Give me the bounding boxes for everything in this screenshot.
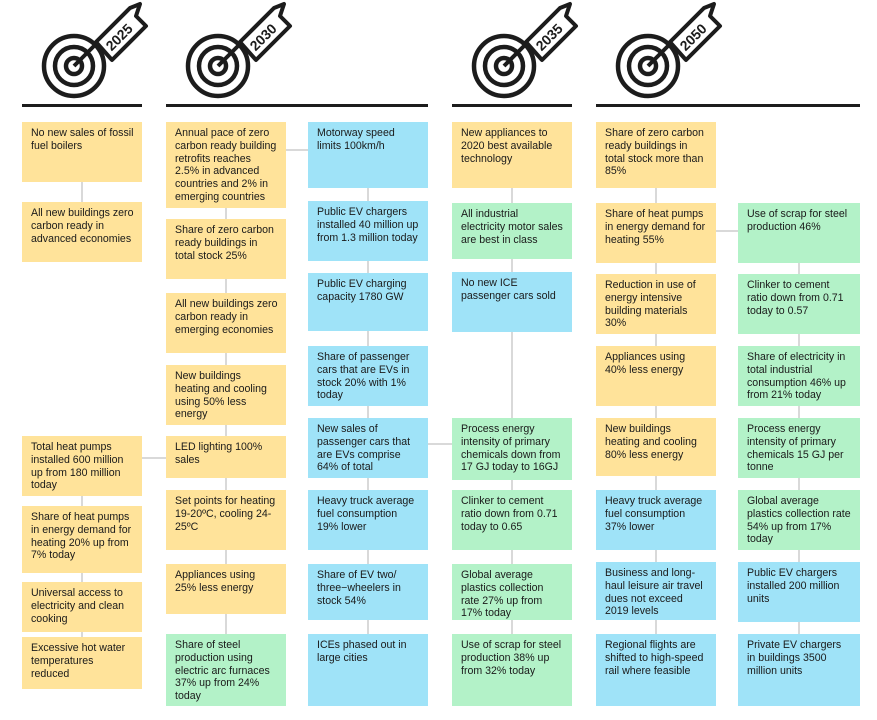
milestone-card: New sales of passenger cars that are EVs… (308, 418, 428, 478)
milestone-card: All new buildings zero carbon ready in a… (22, 202, 142, 262)
milestone-card: Appliances using 40% less energy (596, 346, 716, 406)
milestone-card: Reduction in use of energy intensive bui… (596, 274, 716, 334)
milestone-card: New buildings heating and cooling 80% le… (596, 418, 716, 476)
milestone-card: Total heat pumps installed 600 million u… (22, 436, 142, 496)
milestone-card: Share of heat pumps in energy demand for… (22, 506, 142, 573)
target-arrow-icon: 2035 (471, 2, 578, 99)
target-arrow-icon: 2050 (615, 2, 722, 99)
milestone-card: Global average plastics collection rate … (452, 564, 572, 620)
milestone-card: New buildings heating and cooling using … (166, 365, 286, 425)
milestone-card: Universal access to electricity and clea… (22, 582, 142, 632)
milestone-card: Share of heat pumps in energy demand for… (596, 203, 716, 263)
milestone-card: Heavy truck average fuel consumption 37%… (596, 490, 716, 550)
milestone-2030: 2030 (166, 0, 428, 110)
milestone-card: Public EV chargers installed 40 million … (308, 201, 428, 261)
milestone-card: Appliances using 25% less energy (166, 564, 286, 614)
milestone-card: Share of zero carbon ready buildings in … (596, 122, 716, 188)
milestone-card: ICEs phased out in large cities (308, 634, 428, 706)
milestone-card: Share of zero carbon ready buildings in … (166, 219, 286, 279)
milestone-2025: 2025 (22, 0, 148, 110)
timeline-rule (166, 104, 428, 107)
milestone-card: Share of EV two/ three−wheelers in stock… (308, 564, 428, 620)
milestone-card: Clinker to cement ratio down from 0.71 t… (738, 274, 860, 334)
milestone-card: All industrial electricity motor sales a… (452, 203, 572, 259)
milestone-card: LED lighting 100% sales (166, 436, 286, 478)
milestone-card: Public EV chargers installed 200 million… (738, 562, 860, 622)
milestone-card: Set points for heating 19-20ºC, cooling … (166, 490, 286, 550)
milestone-card: Annual pace of zero carbon ready buildin… (166, 122, 286, 208)
milestone-card: Share of steel production using electric… (166, 634, 286, 706)
target-arrow-icon: 2025 (41, 2, 148, 99)
milestone-card: Share of passenger cars that are EVs in … (308, 346, 428, 406)
milestone-card: Process energy intensity of primary chem… (452, 418, 572, 480)
milestone-2035: 2035 (452, 0, 578, 110)
milestone-card: Private EV chargers in buildings 3500 mi… (738, 634, 860, 706)
milestone-card: No new sales of fossil fuel boilers (22, 122, 142, 182)
milestone-card: No new ICE passenger cars sold (452, 272, 572, 332)
milestone-card: Excessive hot water temperatures reduced (22, 637, 142, 689)
timeline-rule (596, 104, 860, 107)
milestone-card: Process energy intensity of primary chem… (738, 418, 860, 478)
timeline-rule (452, 104, 572, 107)
milestone-card: Use of scrap for steel production 38% up… (452, 634, 572, 706)
milestone-card: Heavy truck average fuel consumption 19%… (308, 490, 428, 550)
milestone-card: Motorway speed limits 100km/h (308, 122, 428, 188)
milestone-card: Use of scrap for steel production 46% (738, 203, 860, 263)
target-arrow-icon: 2030 (185, 2, 292, 99)
milestone-card: All new buildings zero carbon ready in e… (166, 293, 286, 353)
milestone-card: Share of electricity in total industrial… (738, 346, 860, 406)
milestone-card: Regional flights are shifted to high-spe… (596, 634, 716, 706)
milestone-card: Global average plastics collection rate … (738, 490, 860, 550)
milestone-2050: 2050 (596, 0, 860, 110)
milestone-card: Public EV charging capacity 1780 GW (308, 273, 428, 331)
milestone-card: Business and long-haul leisure air trave… (596, 562, 716, 620)
milestone-card: New appliances to 2020 best available te… (452, 122, 572, 188)
timeline-rule (22, 104, 142, 107)
milestone-card: Clinker to cement ratio down from 0.71 t… (452, 490, 572, 550)
